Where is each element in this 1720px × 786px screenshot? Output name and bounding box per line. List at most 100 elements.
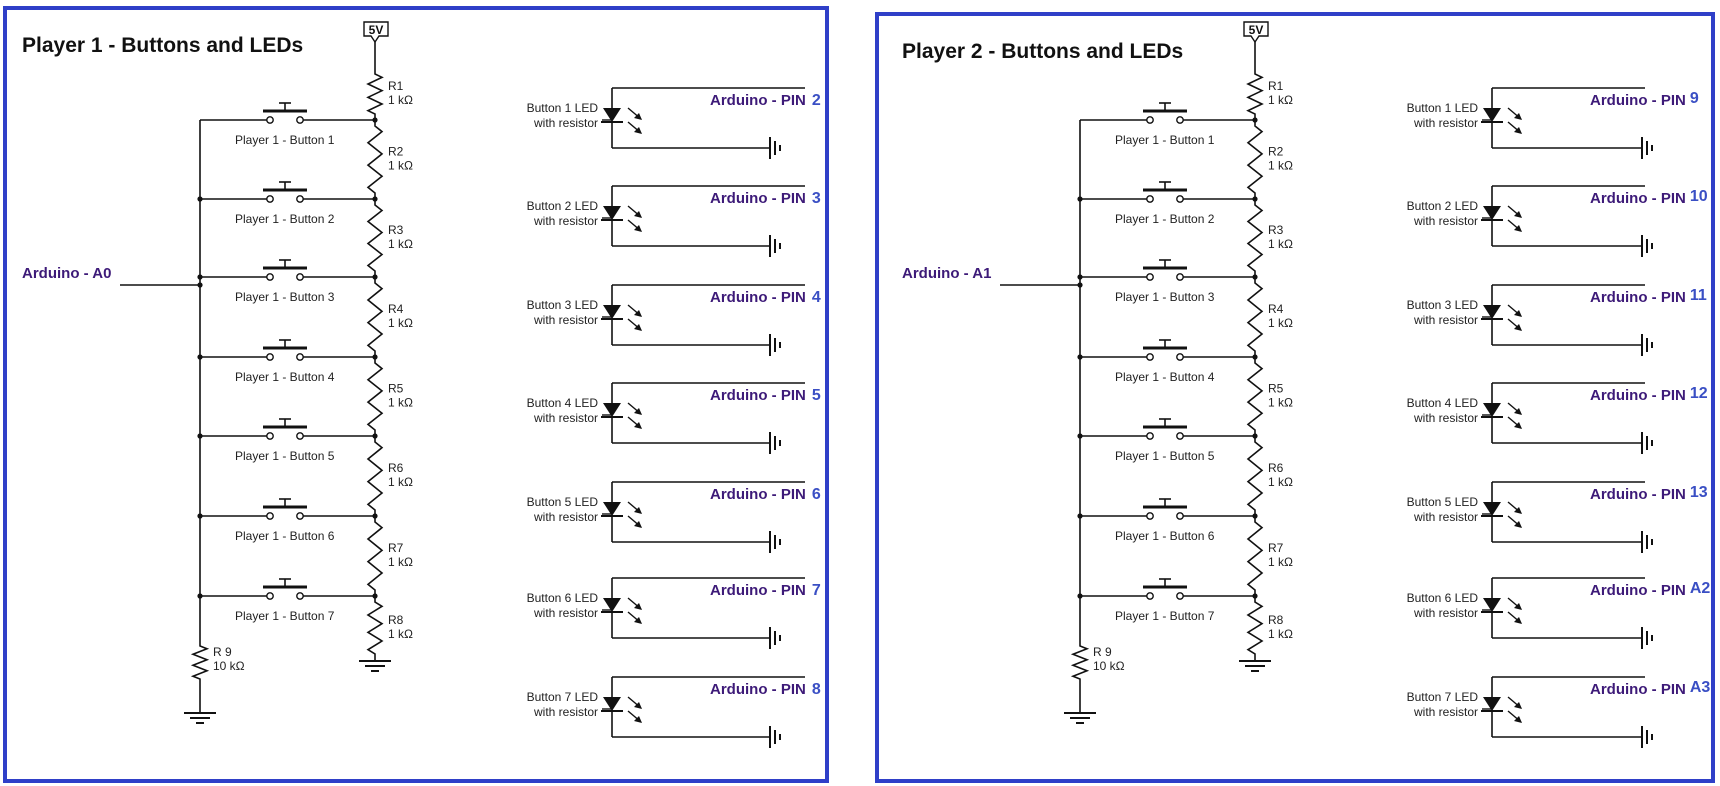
- push-button-icon: [1080, 339, 1255, 361]
- resistor-value: 1 kΩ: [388, 555, 413, 569]
- led-icon: [1481, 87, 1653, 159]
- led-label: Button 5 LED: [527, 495, 599, 509]
- analog-input-label: Arduino - A0: [22, 265, 111, 282]
- led-label: Button 1 LED: [1407, 101, 1479, 115]
- resistor-icon: [1246, 120, 1264, 199]
- resistor-name: R5: [388, 382, 404, 396]
- supply-5v-icon: 5V: [363, 21, 389, 44]
- contact: [296, 512, 304, 520]
- resistor-name: R3: [1268, 223, 1284, 237]
- ground-icon: [769, 235, 781, 257]
- resistor-icon: [1246, 277, 1264, 357]
- emission-arrowhead: [634, 225, 642, 232]
- emission-arrowhead: [634, 702, 642, 709]
- resistor-name: R4: [1268, 302, 1284, 316]
- pin-prefix: Arduino - PIN: [710, 387, 806, 404]
- resistor-value: 1 kΩ: [388, 237, 413, 251]
- button-label: Player 1 - Button 4: [1115, 370, 1215, 384]
- resistor-name: R1: [388, 79, 404, 93]
- push-button-icon: [1080, 181, 1255, 203]
- pin-number: 5: [812, 387, 821, 404]
- pulldown-name: R 9: [1093, 645, 1112, 659]
- ground-icon: [1641, 531, 1653, 553]
- led-label: with resistor: [1413, 705, 1478, 719]
- resistor-name: R8: [388, 613, 404, 627]
- ground-icon: [1239, 660, 1271, 672]
- pin-prefix: Arduino - PIN: [710, 681, 806, 698]
- resistor-name: R6: [388, 461, 404, 475]
- led-triangle: [603, 305, 621, 319]
- contact: [266, 195, 274, 203]
- led-icon: [1481, 284, 1653, 356]
- resistor-icon: [366, 68, 384, 120]
- emission-arrowhead: [1514, 408, 1522, 415]
- led-label: with resistor: [1413, 606, 1478, 620]
- junction-dot: [1252, 513, 1258, 519]
- junction-dot: [197, 196, 203, 202]
- led-label: Button 6 LED: [527, 591, 599, 605]
- junction-dot: [1077, 354, 1083, 360]
- resistor-icon: [1246, 516, 1264, 596]
- pin-prefix: Arduino - PIN: [1590, 289, 1686, 306]
- contact: [1176, 116, 1184, 124]
- button-label: Player 1 - Button 3: [235, 290, 335, 304]
- emission-arrowhead: [634, 310, 642, 317]
- ground-icon: [769, 627, 781, 649]
- led-label: with resistor: [533, 705, 598, 719]
- ground-icon: [1641, 432, 1653, 454]
- button-label: Player 1 - Button 5: [235, 449, 335, 463]
- push-button-icon: [1080, 259, 1255, 281]
- contact: [266, 353, 274, 361]
- resistor-name: R6: [1268, 461, 1284, 475]
- resistor-icon: [1246, 199, 1264, 277]
- led-label: Button 6 LED: [1407, 591, 1479, 605]
- emission-arrowhead: [1514, 113, 1522, 120]
- push-button-icon: [1080, 578, 1255, 600]
- led-icon: [601, 185, 805, 257]
- button-label: Player 1 - Button 2: [235, 212, 335, 226]
- button-label: Player 1 - Button 1: [1115, 133, 1215, 147]
- resistor-value: 1 kΩ: [1268, 237, 1293, 251]
- junction-dot: [1077, 593, 1083, 599]
- led-label: with resistor: [1413, 214, 1478, 228]
- junction-dot: [1252, 354, 1258, 360]
- pin-prefix: Arduino - PIN: [710, 92, 806, 109]
- contact: [1176, 512, 1184, 520]
- resistor-value: 1 kΩ: [1268, 475, 1293, 489]
- led-icon: [601, 577, 805, 649]
- button-label: Player 1 - Button 7: [235, 609, 335, 623]
- emission-arrowhead: [1514, 617, 1522, 624]
- pin-prefix: Arduino - PIN: [710, 289, 806, 306]
- button-label: Player 1 - Button 6: [235, 529, 335, 543]
- pulldown-name: R 9: [213, 645, 232, 659]
- pin-label: Arduino - PIN 5: [710, 387, 821, 404]
- contact: [1176, 195, 1184, 203]
- resistor-name: R8: [1268, 613, 1284, 627]
- contact: [1146, 195, 1154, 203]
- pin-prefix: Arduino - PIN: [1590, 582, 1686, 599]
- junction-dot: [1077, 513, 1083, 519]
- junction-dot: [372, 593, 378, 599]
- led-triangle: [1483, 206, 1501, 220]
- junction-dot: [1252, 593, 1258, 599]
- ground-icon: [1641, 726, 1653, 748]
- junction-dot: [1077, 282, 1083, 288]
- resistor-icon: [1246, 357, 1264, 436]
- led-label: Button 2 LED: [1407, 199, 1479, 213]
- emission-arrowhead: [1514, 324, 1522, 331]
- panel-title: Player 1 - Buttons and LEDs: [22, 34, 303, 57]
- emission-arrowhead: [1514, 127, 1522, 134]
- junction-dot: [1252, 433, 1258, 439]
- contact: [296, 116, 304, 124]
- pin-prefix: Arduino - PIN: [1590, 486, 1686, 503]
- pin-prefix: Arduino - PIN: [1590, 92, 1686, 109]
- pin-prefix: Arduino - PIN: [1590, 387, 1686, 404]
- contact: [1146, 273, 1154, 281]
- contact: [1176, 273, 1184, 281]
- ground-icon: [769, 432, 781, 454]
- led-icon: [601, 382, 805, 454]
